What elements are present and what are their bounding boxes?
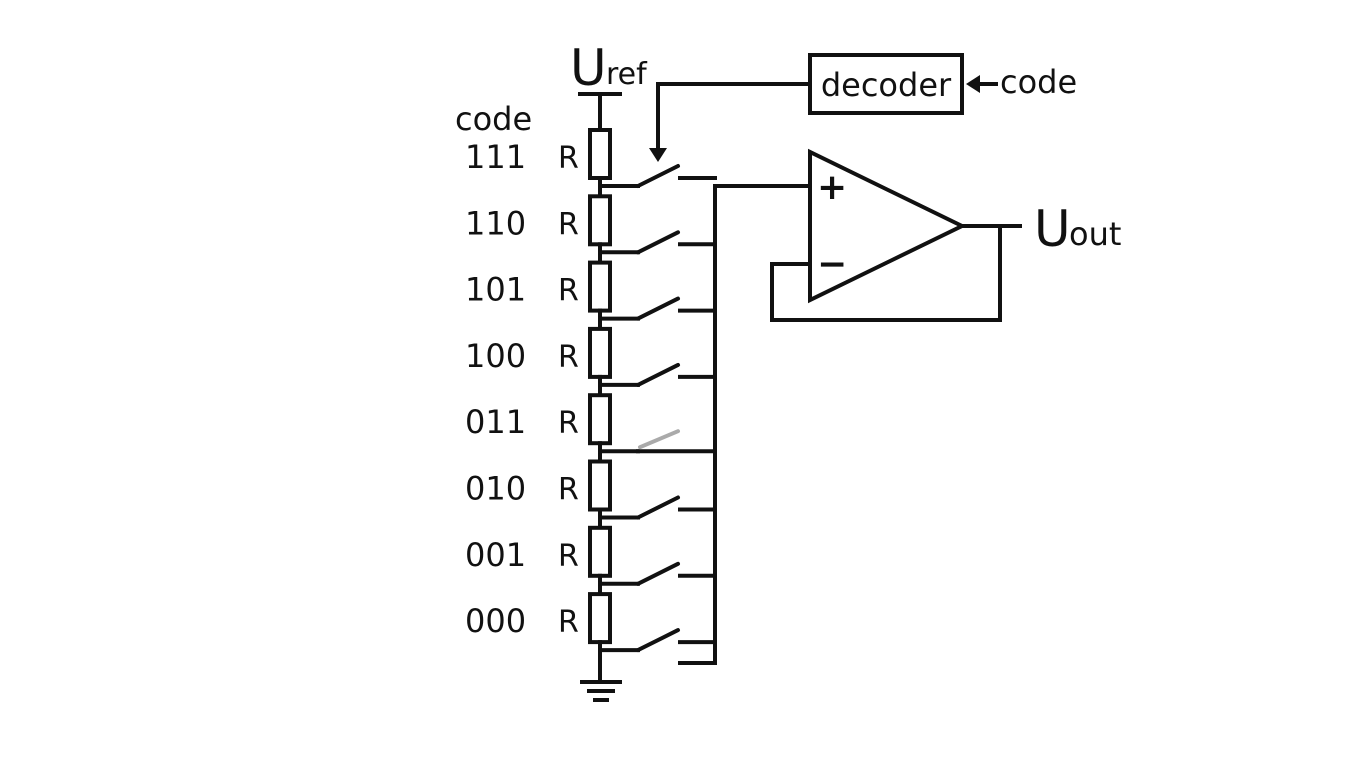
code-column-header: code [455, 100, 532, 138]
resistor-001 [588, 525, 612, 578]
resistor-011 [588, 393, 612, 446]
switch-011 [638, 429, 680, 450]
resistor-label-010: R [558, 473, 579, 508]
switch-010 [636, 495, 680, 520]
resistor-111 [588, 128, 612, 180]
resistor-label-000: R [558, 605, 579, 640]
switch-100 [636, 362, 680, 387]
code-label-010: 010 [465, 470, 526, 508]
resistor-label-100: R [558, 340, 579, 375]
code-label-100: 100 [465, 337, 526, 375]
switch-000 [636, 628, 680, 653]
resistor-010 [588, 459, 612, 512]
switch-array [598, 164, 717, 665]
resistor-label-111: R [558, 141, 579, 176]
code-labels: 111 110 101 100 011 010 001 000 [465, 138, 526, 640]
decoder-box [808, 53, 964, 115]
code-label-110: 110 [465, 204, 526, 242]
control-wire [656, 82, 812, 154]
resistor-100 [588, 326, 612, 379]
switch-001 [636, 561, 680, 586]
code-label-111: 111 [465, 138, 526, 176]
ground-symbol [580, 642, 622, 702]
switch-101 [636, 296, 680, 321]
code-label-101: 101 [465, 271, 526, 309]
decoder-block: decoder [808, 53, 964, 115]
opamp-triangle [808, 148, 967, 304]
uref-main: U [570, 39, 607, 97]
opamp-minus-sign: − [817, 244, 847, 285]
resistor-000 [588, 592, 612, 645]
control-arrow-icon [649, 148, 667, 162]
resistor-110 [588, 194, 612, 247]
resistor-label-011: R [558, 406, 579, 441]
code-label-001: 001 [465, 536, 526, 574]
resistor-label-001: R [558, 539, 579, 574]
decoder-input-arrow-icon [966, 75, 980, 93]
feedback-wire [770, 224, 1002, 322]
reference-voltage-label: U ref [570, 39, 648, 97]
resistor-101 [588, 260, 612, 313]
decoder-input: code [966, 63, 1077, 101]
resistor-label-101: R [558, 274, 579, 309]
uref-sub: ref [606, 57, 648, 92]
uout-main: U [1034, 200, 1071, 258]
decoder-control-line [649, 82, 812, 162]
decoder-input-label: code [1000, 63, 1077, 101]
switch-110 [636, 230, 680, 255]
opamp-plus-sign: + [817, 167, 847, 208]
switch-111 [636, 164, 680, 188]
resistor-label-110: R [558, 207, 579, 242]
output-voltage-label: U out [1034, 200, 1121, 258]
code-label-011: 011 [465, 403, 526, 441]
code-label-000: 000 [465, 602, 526, 640]
uout-sub: out [1069, 215, 1121, 253]
decoder-label: decoder [821, 66, 952, 104]
